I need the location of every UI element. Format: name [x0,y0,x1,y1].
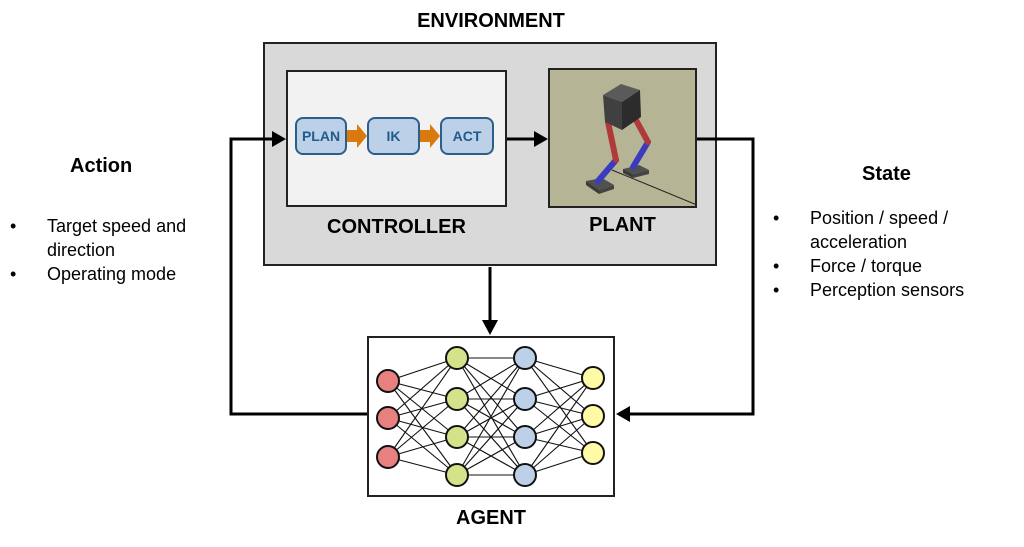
network-node-layer-0 [376,445,400,469]
network-node-layer-1 [445,346,469,370]
network-edge [387,357,458,419]
left-shin [595,157,619,184]
action-arrow-line [229,137,367,416]
network-node-layer-1 [445,387,469,411]
network-edge [456,357,526,438]
controller-to-plant-head [534,131,548,147]
network-edge [456,398,526,438]
right-shin [630,139,651,170]
network-edge [387,357,458,458]
bipedal-robot-image [586,84,695,205]
network-node-layer-2 [513,425,537,449]
ik-block: IK [367,117,420,155]
action-title: Action [70,155,133,177]
plant-label: PLANT [589,214,656,236]
right-thigh [633,117,651,145]
state-arrow-line [628,137,755,416]
state-item: Position / speed / acceleration [773,206,1010,254]
action-item: Operating mode [10,262,250,286]
action-item: Target speed and direction [10,214,197,262]
plant-box [548,68,697,208]
network-edges [387,357,594,476]
network-edge [456,398,526,476]
network-node-layer-3 [581,441,605,465]
state-title: State [862,163,911,185]
plan-block: PLAN [295,117,347,155]
network-node-layer-2 [513,463,537,487]
network-edge [456,357,526,400]
network-edge [456,357,526,476]
network-node-layer-3 [581,404,605,428]
plan-to-ik-arrow [347,124,367,148]
ik-to-act-arrow [420,124,440,148]
network-edge [524,415,594,476]
state-item: Perception sensors [773,278,1023,302]
network-node-layer-1 [445,425,469,449]
right-foot [623,165,649,174]
state-list: Position / speed / acceleration Force / … [773,206,1023,302]
network-edge [524,377,594,438]
ground-line [611,169,695,205]
action-list: Target speed and direction Operating mod… [10,214,250,286]
network-edge [524,357,594,417]
network-node-layer-2 [513,387,537,411]
network-edge [524,357,594,454]
network-node-layer-1 [445,463,469,487]
env-to-agent-head [482,320,498,335]
network-edge [456,436,526,476]
network-node-layer-0 [376,369,400,393]
left-foot [586,178,614,190]
action-arrow-head [272,131,286,147]
network-node-layer-2 [513,346,537,370]
agent-label: AGENT [456,507,526,529]
act-block: ACT [440,117,494,155]
left-thigh [605,119,619,163]
network-edge [387,398,458,458]
state-arrow-head [616,406,630,422]
network-node-layer-3 [581,366,605,390]
state-item: Force / torque [773,254,1023,278]
network-node-layer-0 [376,406,400,430]
network-nodes [376,346,605,487]
controller-label: CONTROLLER [327,216,466,238]
network-edge [524,377,594,476]
robot-body [603,84,640,102]
environment-title: ENVIRONMENT [417,10,565,32]
network-edge [387,357,458,382]
